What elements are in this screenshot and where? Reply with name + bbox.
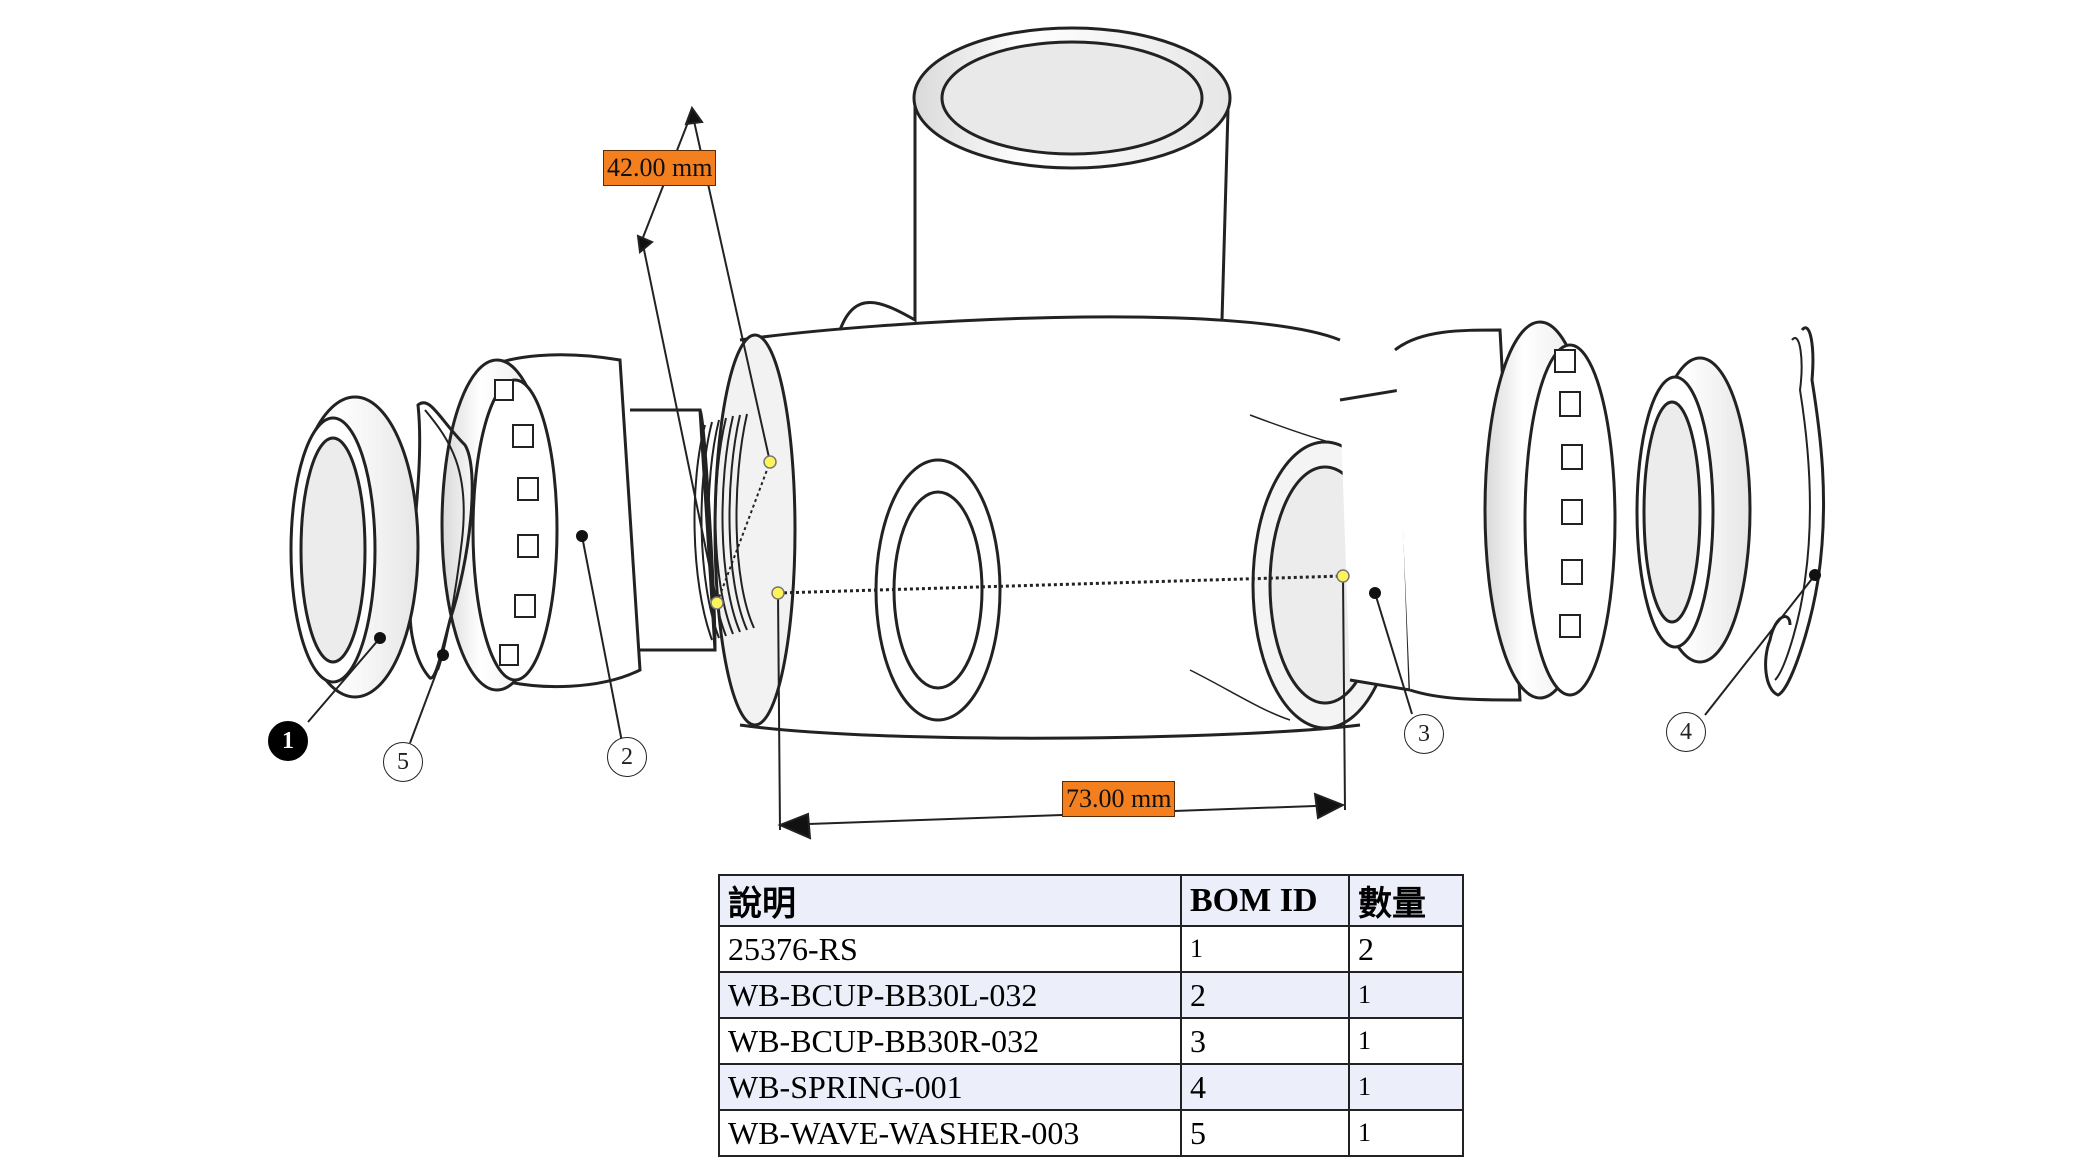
table-row: WB-BCUP-BB30R-032 3 1: [718, 1017, 1464, 1065]
cell-description: 25376-RS: [718, 925, 1182, 973]
header-bom-id: BOM ID: [1180, 874, 1350, 927]
spring-clip: [1764, 326, 1826, 697]
table-row: WB-SPRING-001 4 1: [718, 1063, 1464, 1111]
balloon-4: 4: [1666, 712, 1706, 752]
dimension-lines: [307, 105, 1816, 840]
bearing-left: [289, 395, 420, 699]
cell-bom-id: 2: [1180, 971, 1350, 1019]
cell-quantity: 1: [1348, 1109, 1464, 1157]
cell-description: WB-BCUP-BB30L-032: [718, 971, 1182, 1019]
dimension-label-73mm: 73.00 mm: [1062, 781, 1176, 817]
cell-quantity: 1: [1348, 971, 1464, 1019]
header-description: 說明: [718, 874, 1182, 927]
table-row: 25376-RS 1 2: [718, 925, 1464, 973]
cell-bom-id: 3: [1180, 1017, 1350, 1065]
balloon-2: 2: [607, 737, 647, 777]
cell-description: WB-BCUP-BB30R-032: [718, 1017, 1182, 1065]
cell-quantity: 1: [1348, 1017, 1464, 1065]
bearing-right: [1635, 356, 1752, 664]
bb-shell: [713, 26, 1399, 740]
cell-quantity: 1: [1348, 1063, 1464, 1111]
bb-cup-left: [440, 353, 755, 692]
bb-cup-right: [1339, 320, 1617, 702]
measurement-points: [710, 455, 1350, 610]
cell-bom-id: 5: [1180, 1109, 1350, 1157]
table-row: WB-BCUP-BB30L-032 2 1: [718, 971, 1464, 1019]
leader-dots: [374, 530, 1821, 661]
balloon-3: 3: [1404, 714, 1444, 754]
dimension-label-42mm: 42.00 mm: [603, 150, 717, 186]
cell-bom-id: 1: [1180, 925, 1350, 973]
balloon-1: 1: [268, 721, 308, 761]
cell-bom-id: 4: [1180, 1063, 1350, 1111]
cell-quantity: 2: [1348, 925, 1464, 973]
cell-description: WB-SPRING-001: [718, 1063, 1182, 1111]
bom-table: 說明 BOM ID 數量 25376-RS 1 2 WB-BCUP-BB30L-…: [718, 874, 1464, 1157]
cell-description: WB-WAVE-WASHER-003: [718, 1109, 1182, 1157]
table-row: WB-WAVE-WASHER-003 5 1: [718, 1109, 1464, 1157]
bom-header-row: 說明 BOM ID 數量: [718, 874, 1464, 927]
balloon-5: 5: [383, 742, 423, 782]
header-quantity: 數量: [1348, 874, 1464, 927]
